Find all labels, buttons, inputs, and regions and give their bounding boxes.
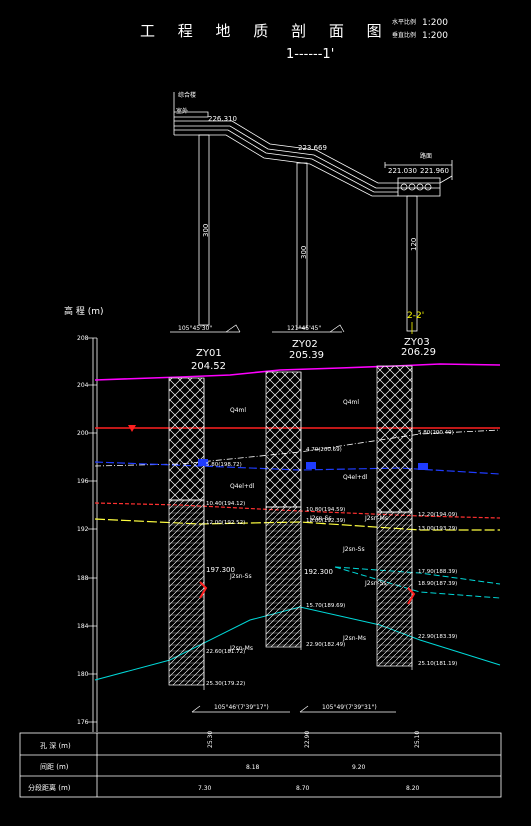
table-distance-value: 8.70 [296,785,310,792]
section-mark: 2-2' [407,311,424,321]
depth-label: 25.30(179.22) [206,681,245,687]
layer-label: Q4el+dl [230,483,255,490]
mid-elev-2: 192.300 [304,568,333,576]
depth-labels: 5.80(198.72) 10.40(194.12) 12.00(192.52) 22… [206,430,457,687]
scale-horizontal-label: 水平比例 [392,18,416,26]
building-elev-2: 223.669 [298,144,327,152]
layer-label: Q4el+dl [343,474,368,481]
table-distance-value: 7.30 [198,785,212,792]
pile-label-1: 300 [202,224,210,237]
pile-label-2: 300 [300,246,308,259]
scale-legend: 水平比例 1:200 垂直比例 1:200 [392,18,448,41]
piles [198,134,418,332]
table-depth-value: 25.30 [207,731,214,748]
ground-surface-line [94,363,501,381]
data-table [19,732,502,798]
depth-label: 13.00(193.29) [418,526,457,532]
depth-label: 25.10(181.19) [418,661,457,667]
borehole-3-elev: 206.29 [401,347,436,358]
axis-tick-label: 192 [77,526,89,533]
axis-tick-label: 196 [77,478,89,485]
mid-elev-1: 197.300 [206,566,235,574]
layer-label: J2sn-Ss [229,573,252,580]
table-spacing-value: 8.18 [246,764,260,771]
azimuth-markers [170,324,345,333]
bottom-azimuth-2: 105°49'(7'39"31") [322,704,377,711]
layer-label: J2sn-Ss [309,515,332,522]
table-spacing-value: 9.20 [352,764,366,771]
bottom-azimuth-1: 105°46'(7'39"17") [214,704,269,711]
depth-label: 13.00(192.39) [306,518,345,524]
building-label-main: 综合楼 [178,91,196,99]
axis-tick-label: 184 [77,623,89,630]
layer-label: J2sn-Ms [364,515,388,522]
building-elev-3: 221.030 [388,167,417,175]
pile-label-3: 120 [410,238,418,251]
building-label-outdoor: 室外 [176,107,188,115]
depth-label: 12.00(192.52) [206,520,245,526]
scale-vertical-value: 1:200 [422,31,448,41]
cyan-lens-bottom [334,566,501,599]
borehole-1-name: ZY01 [196,348,222,359]
layer-label: J2sn-Ss [342,546,365,553]
table-row-label-depth: 孔 深 (m) [40,741,71,750]
section-label: 1------1' [286,47,334,62]
depth-label: 15.70(189.69) [306,603,345,609]
depth-label: 22.60(181.72) [206,649,245,655]
borehole-2-name: ZY02 [292,339,318,350]
building-structure [173,92,453,197]
drawing-title: 工 程 地 质 剖 面 图 [140,22,391,40]
table-depth-value: 22.90 [304,731,311,748]
axis-tick-label: 188 [77,575,89,582]
building-elev-4: 221.960 [420,167,449,175]
borehole-2-azimuth: 121°45'45" [287,325,321,332]
depth-label: 18.90(187.39) [418,581,457,587]
depth-label: 17.90(188.39) [418,569,457,575]
table-distance-value: 8.20 [406,785,420,792]
depth-label: 4.70(200.69) [306,447,342,453]
yellow-layer-line [94,518,500,531]
axis-label: 高 程 (m) [64,305,104,317]
cyan-lens-top [334,566,501,585]
building-label-road: 路面 [420,152,432,160]
depth-label: 12.20(194.09) [418,512,457,518]
borehole-1-azimuth: 105°45'30" [178,325,212,332]
elevation-axis: 208 204 200 196 192 188 184 180 176 [77,335,98,732]
layer-label: J2sn-Ss [364,580,387,587]
depth-label: 10.80(194.59) [306,507,345,513]
depth-label: 22.90(183.39) [418,634,457,640]
layer-labels: Q4ml Q4ml Q4el+dl Q4el+dl J2sn-Ss J2sn-S… [229,399,388,652]
axis-tick-label: 208 [77,335,89,342]
axis-tick-label: 176 [77,719,89,726]
scale-vertical-label: 垂直比例 [392,31,416,39]
borehole-3-name: ZY03 [404,337,430,348]
layer-label: Q4ml [343,399,359,406]
borehole-1-elev: 204.52 [191,361,226,372]
layer-label: Q4ml [230,407,246,414]
depth-label: 10.40(194.12) [206,501,245,507]
red-markers [128,425,428,605]
axis-tick-label: 180 [77,671,89,678]
borehole-2-elev: 205.39 [289,350,324,361]
axis-tick-label: 200 [77,430,89,437]
table-depth-value: 25.10 [414,731,421,748]
table-row-label-spacing: 间距 (m) [40,763,69,771]
layer-label: J2sn-Ms [342,635,366,642]
scale-horizontal-value: 1:200 [422,18,448,28]
borehole-columns [168,365,413,690]
bottom-azimuth-markers [191,705,396,713]
depth-label: 22.90(182.49) [306,642,345,648]
axis-tick-label: 204 [77,382,89,389]
building-elev-1: 226.310 [208,115,237,123]
depth-label: 5.80(200.49) [418,430,454,436]
table-row-label-distance: 分段距离 (m) [28,783,71,792]
depth-label: 5.80(198.72) [206,462,242,468]
layer-label: J2sn-Ms [229,645,253,652]
